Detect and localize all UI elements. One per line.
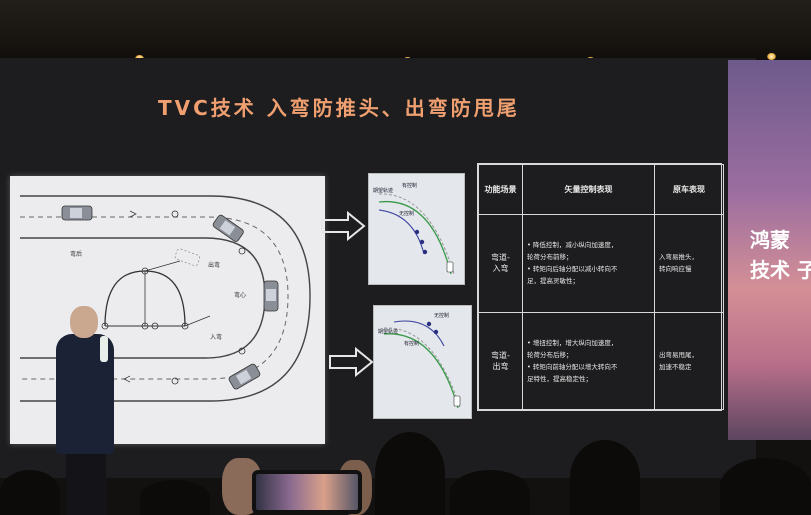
- side-banner: [728, 60, 811, 440]
- audience-head: [450, 470, 530, 515]
- arrow-right-icon: [321, 210, 366, 242]
- arrow-right-icon: [329, 346, 374, 378]
- diagram-label-apex: 弯心: [234, 292, 247, 299]
- table-cell-original: 入弯易推头， 转向响应慢: [654, 214, 724, 313]
- presenter-legs: [66, 444, 106, 515]
- table-cell-vector: • 降低控制，减小纵向加速度， 轮荷分布前移； • 转矩向后轴分配以减小转向不 …: [522, 214, 655, 313]
- entry-trajectory-diagram: 期望轨迹 有控制 无控制: [368, 173, 465, 285]
- diagram-label-exit: 出弯: [208, 262, 221, 269]
- comparison-table-grid: 功能场景 矢量控制表现 原车表现 弯道- 入弯 • 降低控制，减小纵向加速度， …: [478, 164, 724, 410]
- small-diagram-label: 期望轨迹: [373, 188, 394, 194]
- small-diagram-label: 无控制: [434, 313, 450, 319]
- ceiling-light: [767, 53, 776, 60]
- small-diagram-label: 无控制: [399, 211, 415, 217]
- track-diagram-svg: [20, 195, 311, 402]
- small-diagram-label: 期望轨迹: [378, 329, 399, 335]
- side-banner-text: 鸿蒙 技术 子: [750, 228, 811, 282]
- table-cell-scene: 弯道- 出弯: [478, 311, 523, 410]
- exit-trajectory-diagram: 期望轨迹 有控制 无控制: [373, 305, 472, 419]
- audience-head: [375, 432, 445, 515]
- exit-trajectory-svg: [383, 320, 461, 409]
- table-header-cell: 矢量控制表现: [522, 164, 655, 215]
- comparison-table: 功能场景 矢量控制表现 原车表现 弯道- 入弯 • 降低控制，减小纵向加速度， …: [477, 163, 724, 411]
- audience-head: [0, 470, 60, 515]
- track-diagram: 弯后 出弯 弯心 入弯: [10, 176, 325, 444]
- table-header-cell: 功能场景: [478, 164, 523, 215]
- presenter-head: [70, 306, 98, 338]
- table-header-cell: 原车表现: [654, 164, 724, 215]
- table-cell-original: 出弯易甩尾， 加速不稳定: [654, 311, 724, 410]
- table-cell-scene: 弯道- 入弯: [478, 214, 523, 313]
- small-diagram-label: 有控制: [404, 341, 420, 347]
- entry-trajectory-svg: [378, 193, 455, 275]
- audience-head: [570, 440, 640, 515]
- diagram-label-curve: 弯后: [70, 251, 83, 258]
- table-row: 弯道- 出弯 • 增扭控制，增大纵向加速度， 轮荷分布后移； • 转矩向前轴分配…: [478, 311, 724, 410]
- diagram-label-entry: 入弯: [210, 334, 223, 341]
- table-cell-vector: • 增扭控制，增大纵向加速度， 轮荷分布后移； • 转矩向前轴分配以增大转向不 …: [522, 311, 655, 410]
- ceiling: [0, 0, 811, 62]
- audience-head: [140, 480, 210, 515]
- microphone: [100, 336, 108, 362]
- audience-head: [720, 458, 811, 515]
- audience-phone: [252, 470, 362, 514]
- slide-title: TVC技术 入弯防推头、出弯防甩尾: [158, 96, 520, 120]
- small-diagram-label: 有控制: [402, 183, 418, 189]
- table-row: 弯道- 入弯 • 降低控制，减小纵向加速度， 轮荷分布前移； • 转矩向后轴分配…: [478, 214, 724, 313]
- table-header-row: 功能场景 矢量控制表现 原车表现: [478, 164, 724, 215]
